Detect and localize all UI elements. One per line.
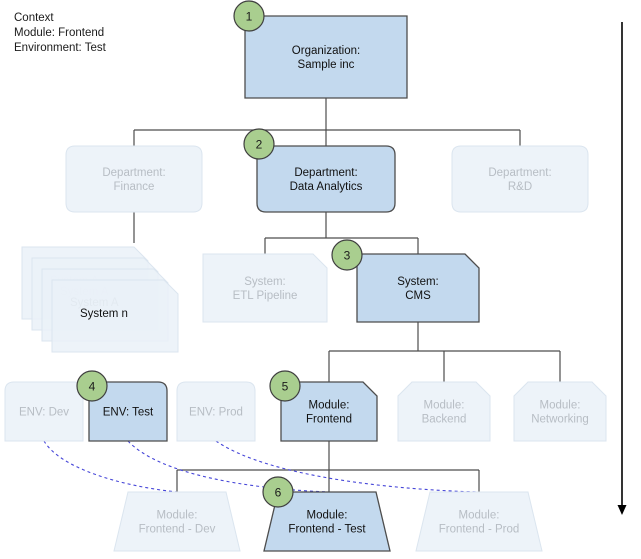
node-env-prod[interactable]: ENV: Prod [176,381,256,442]
node-module-frontend[interactable]: Module: Frontend [280,381,378,442]
node-module-frontend-test[interactable]: Module: Frontend - Test [263,491,391,552]
context-panel: Context Module: Frontend Environment: Te… [14,12,106,54]
node-department-finance[interactable]: Department: Finance [65,145,203,213]
dashed-edge-env-prod-to-fe-prod [215,440,480,493]
node-system-n[interactable]: System n [51,279,179,353]
node-department-rnd-label: Department: [488,167,551,179]
node-organization-sample-inc[interactable]: Organization: Sample inc [244,15,408,99]
node-system-etl-pipeline-label: System: [244,276,286,288]
node-module-frontend-test-label: Module: [307,510,348,522]
node-env-prod-shape [176,381,256,442]
badge-2-circle [243,128,275,160]
badge-6[interactable]: 6 [262,476,294,508]
badge-3[interactable]: 3 [331,239,363,271]
node-system-n-shape [51,279,179,353]
node-module-frontend-dev-label: Frontend - Dev [139,524,216,536]
node-department-finance-shape [65,145,203,213]
node-env-dev-label: ENV: Dev [19,407,69,419]
node-department-finance-label: Finance [114,181,155,193]
node-module-frontend-prod-label: Module: [459,510,500,522]
node-organization-sample-inc-label: Sample inc [298,59,355,71]
badge-2[interactable]: 2 [243,128,275,160]
node-department-data-analytics-label: Department: [294,167,357,179]
dashed-edge-env-dev-to-fe-dev [43,440,178,493]
node-organization-sample-inc-label: Organization: [292,45,360,57]
node-module-frontend-dev-label: Module: [157,510,198,522]
dashed-edge-env-test-to-fe-test [127,440,330,493]
node-module-backend-label: Module: [424,400,465,412]
node-module-frontend-label: Module: [309,400,350,412]
node-department-rnd-label: R&D [508,181,532,193]
node-module-networking-label: Networking [531,414,589,426]
node-module-frontend-prod[interactable]: Module: Frontend - Prod [415,491,543,552]
node-system-n-label: System n [80,308,128,320]
badge-3-circle [331,239,363,271]
node-env-dev[interactable]: ENV: Dev [4,381,84,442]
node-system-etl-pipeline-shape [202,253,328,323]
node-module-networking[interactable]: Module: Networking [513,381,607,442]
node-env-prod-label: ENV: Prod [189,407,243,419]
node-module-backend-label: Backend [422,414,467,426]
badge-4-number: 4 [89,380,96,394]
badge-3-number: 3 [344,249,351,263]
badge-5-circle [269,370,301,402]
badge-1[interactable]: 1 [233,0,265,32]
node-module-backend-shape [397,381,491,442]
vertical-flow-arrow [617,22,627,515]
node-department-finance-label: Department: [102,167,165,179]
node-system-etl-pipeline-label: ETL Pipeline [233,290,298,302]
node-module-frontend-prod-shape [415,491,543,552]
node-department-rnd-shape [451,145,589,213]
node-department-data-analytics-label: Data Analytics [290,181,363,193]
node-department-data-analytics-shape [256,145,396,213]
node-module-networking-shape [513,381,607,442]
node-module-frontend-label: Frontend [306,414,352,426]
node-system-etl-pipeline[interactable]: System: ETL Pipeline [202,253,328,323]
badge-6-circle [262,476,294,508]
badge-4[interactable]: 4 [76,370,108,402]
node-module-networking-label: Module: [540,400,581,412]
badge-2-number: 2 [256,138,263,152]
node-system-cms-label: CMS [405,290,431,302]
node-module-backend[interactable]: Module: Backend [397,381,491,442]
node-department-data-analytics[interactable]: Department: Data Analytics [256,145,396,213]
node-module-frontend-dev-shape [113,491,241,552]
node-organization-sample-inc-shape [244,15,408,99]
node-department-rnd[interactable]: Department: R&D [451,145,589,213]
node-system-cms-shape [356,253,480,323]
node-module-frontend-test-label: Frontend - Test [288,524,366,536]
node-module-frontend-test-shape [263,491,391,552]
badge-6-number: 6 [275,486,282,500]
badge-1-circle [233,0,265,32]
badge-1-number: 1 [246,10,253,24]
node-system-cms[interactable]: System: CMS [356,253,480,323]
node-module-frontend-dev[interactable]: Module: Frontend - Dev [113,491,241,552]
badge-5[interactable]: 5 [269,370,301,402]
node-module-frontend-prod-label: Frontend - Prod [439,524,520,536]
node-env-test-label: ENV: Test [103,407,154,419]
badge-4-circle [76,370,108,402]
badge-5-number: 5 [282,380,289,394]
node-system-cms-label: System: [397,276,439,288]
